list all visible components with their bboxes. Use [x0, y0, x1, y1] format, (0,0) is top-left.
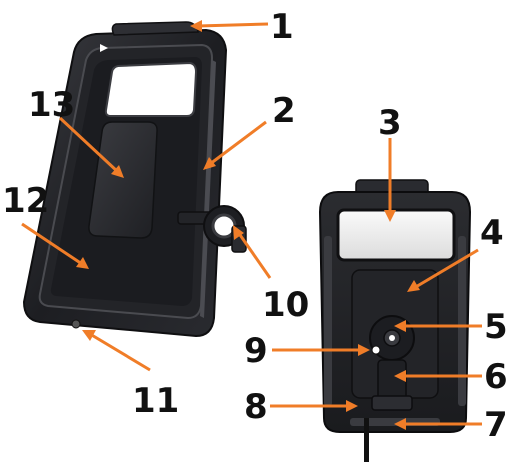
callout-7: 7: [484, 405, 508, 445]
side-zipper-edge: [200, 60, 216, 318]
release-button: [371, 345, 381, 355]
bottom-screw: [71, 319, 81, 329]
arrowhead-1: [190, 20, 202, 32]
knob-dot: [389, 335, 395, 341]
top-zipper-strip: [111, 21, 199, 36]
arrowhead-12: [76, 257, 89, 269]
sticky-pad: [88, 121, 158, 239]
callout-6: 6: [484, 357, 508, 397]
arrowhead-9: [358, 344, 370, 356]
bracket-arm: [377, 359, 407, 401]
callout-5: 5: [484, 307, 508, 347]
callout-3: 3: [378, 103, 402, 143]
arrowhead-8: [346, 400, 358, 412]
callout-4: 4: [480, 213, 504, 253]
left-rib: [324, 236, 332, 406]
callout-12: 12: [2, 181, 49, 221]
arrow-2: [209, 120, 267, 166]
arrowhead-5: [394, 320, 406, 332]
arrowhead-7: [394, 418, 406, 430]
back-case-view: [318, 179, 472, 462]
callout-2: 2: [272, 91, 296, 131]
arrowhead-13: [111, 165, 124, 178]
arrowhead-4: [407, 280, 420, 292]
callout-9: 9: [244, 331, 268, 371]
charging-cable: [364, 418, 369, 462]
callout-11: 11: [132, 381, 179, 421]
callout-13: 13: [28, 85, 75, 125]
callout-8: 8: [244, 387, 268, 427]
camera-window: [104, 61, 198, 117]
arrow-11: [89, 332, 151, 372]
back-camera-window: [336, 208, 456, 262]
arrow-12: [21, 222, 83, 266]
callout-arrows: [21, 20, 482, 430]
arrowhead-3: [384, 210, 396, 222]
arrow-1: [197, 22, 269, 28]
bottom-buckle: [371, 395, 413, 411]
arrowhead-11: [82, 330, 96, 341]
arrowhead-2: [203, 157, 216, 170]
callout-10: 10: [262, 285, 309, 325]
arrowhead-6: [394, 370, 406, 382]
corner-mark-icon: [100, 44, 108, 52]
front-case-view: [22, 21, 228, 338]
arrow-10: [236, 231, 272, 279]
callout-1: 1: [270, 7, 294, 47]
arrow-4: [413, 248, 479, 290]
callout-numbers: 1 2 3 4 5 6 7 8 9 10 11 12 13: [2, 7, 508, 445]
right-rib: [458, 236, 466, 406]
arrowhead-10: [233, 225, 244, 240]
arrow-13: [58, 116, 120, 174]
